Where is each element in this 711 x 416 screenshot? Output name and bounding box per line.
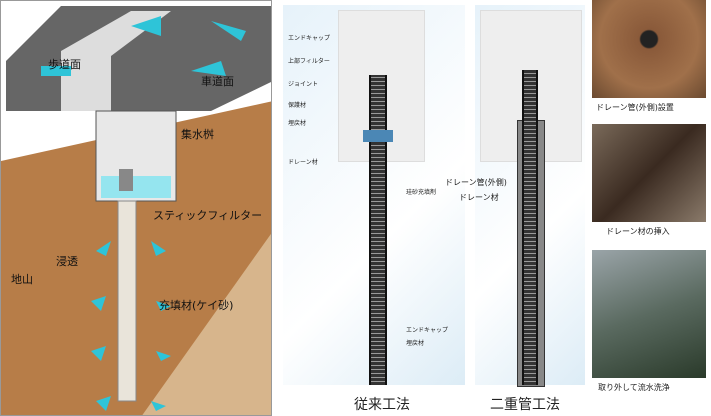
infiltration-label: 浸透 <box>56 255 78 268</box>
conv-label-2: 上部フィルター <box>288 58 330 65</box>
catch-basin-label: 集水桝 <box>181 128 214 141</box>
double-label-1: ドレーン管(外側) <box>445 178 507 187</box>
conv-label-1: エンドキャップ <box>288 35 331 42</box>
conv-label-7: 珪砂充填剤 <box>406 189 437 196</box>
filler-label: 充填材(ケイ砂) <box>159 299 234 312</box>
double-pipe-title: 二重管工法 <box>490 397 560 413</box>
infiltration-diagram: 歩道面 車道面 集水桝 スティックフィルター 浸透 地山 充填材(ケイ砂) <box>0 0 272 416</box>
sidewalk-label: 歩道面 <box>48 58 81 71</box>
photo-outer-pipe <box>592 0 706 98</box>
conv-label-9: 埋戻材 <box>406 340 425 347</box>
conv-label-5: 埋戻材 <box>288 120 307 127</box>
roadway-label: 車道面 <box>201 75 234 88</box>
diagram-illustration <box>1 6 271 415</box>
conv-label-3: ジョイント <box>288 81 319 88</box>
double-label-2: ドレーン材 <box>459 193 499 202</box>
photo-drain-insert <box>592 124 706 222</box>
photo-caption-1: ドレーン管(外側)設置 <box>596 103 674 112</box>
conv-label-6: ドレーン材 <box>288 159 318 166</box>
conv-label-4: 保護材 <box>288 102 307 109</box>
stick-filter-label: スティックフィルター <box>153 209 263 222</box>
double-pipe-panel <box>475 5 585 387</box>
conventional-method-panel <box>283 5 465 385</box>
photo-caption-2: ドレーン材の挿入 <box>606 227 670 236</box>
conv-label-8: エンドキャップ <box>406 327 449 334</box>
conventional-title: 従来工法 <box>354 397 410 413</box>
photo-washing <box>592 250 706 378</box>
ground-label: 地山 <box>11 273 33 286</box>
photo-caption-3: 取り外して流水洗浄 <box>598 383 670 392</box>
